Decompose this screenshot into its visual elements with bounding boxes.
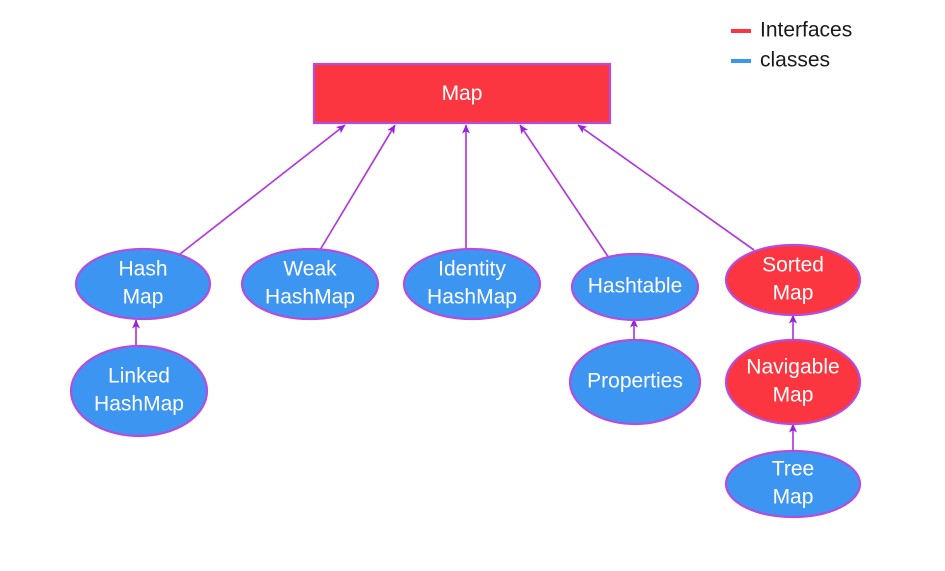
node-shape-weakhashmap <box>240 247 380 321</box>
node-hashtable[interactable]: Hashtable <box>570 252 700 322</box>
node-shape-navigablemap <box>724 338 862 426</box>
edge-sortedmap-to-map <box>577 124 755 251</box>
edge-hashmap-to-map <box>179 124 346 255</box>
node-shape-hashtable <box>570 252 700 322</box>
edge-hashtable-to-map <box>519 124 610 259</box>
node-shape-sortedmap <box>724 243 862 317</box>
legend: Interfaces classes <box>731 19 852 72</box>
node-hashmap[interactable]: HashMap <box>74 247 212 321</box>
node-shape-treemap <box>724 449 862 519</box>
node-shape-identityhashmap <box>402 247 542 321</box>
node-shape-linkedhashmap <box>69 344 209 438</box>
node-shape-map <box>312 62 612 125</box>
node-map[interactable]: Map <box>312 62 612 125</box>
edges-layer <box>132 124 797 452</box>
legend-label-classes: classes <box>760 49 830 72</box>
node-shape-properties <box>568 338 702 426</box>
node-properties[interactable]: Properties <box>568 338 702 426</box>
legend-label-interfaces: Interfaces <box>760 19 852 42</box>
node-shape-hashmap <box>74 247 212 321</box>
edge-weakhashmap-to-map <box>319 124 396 251</box>
